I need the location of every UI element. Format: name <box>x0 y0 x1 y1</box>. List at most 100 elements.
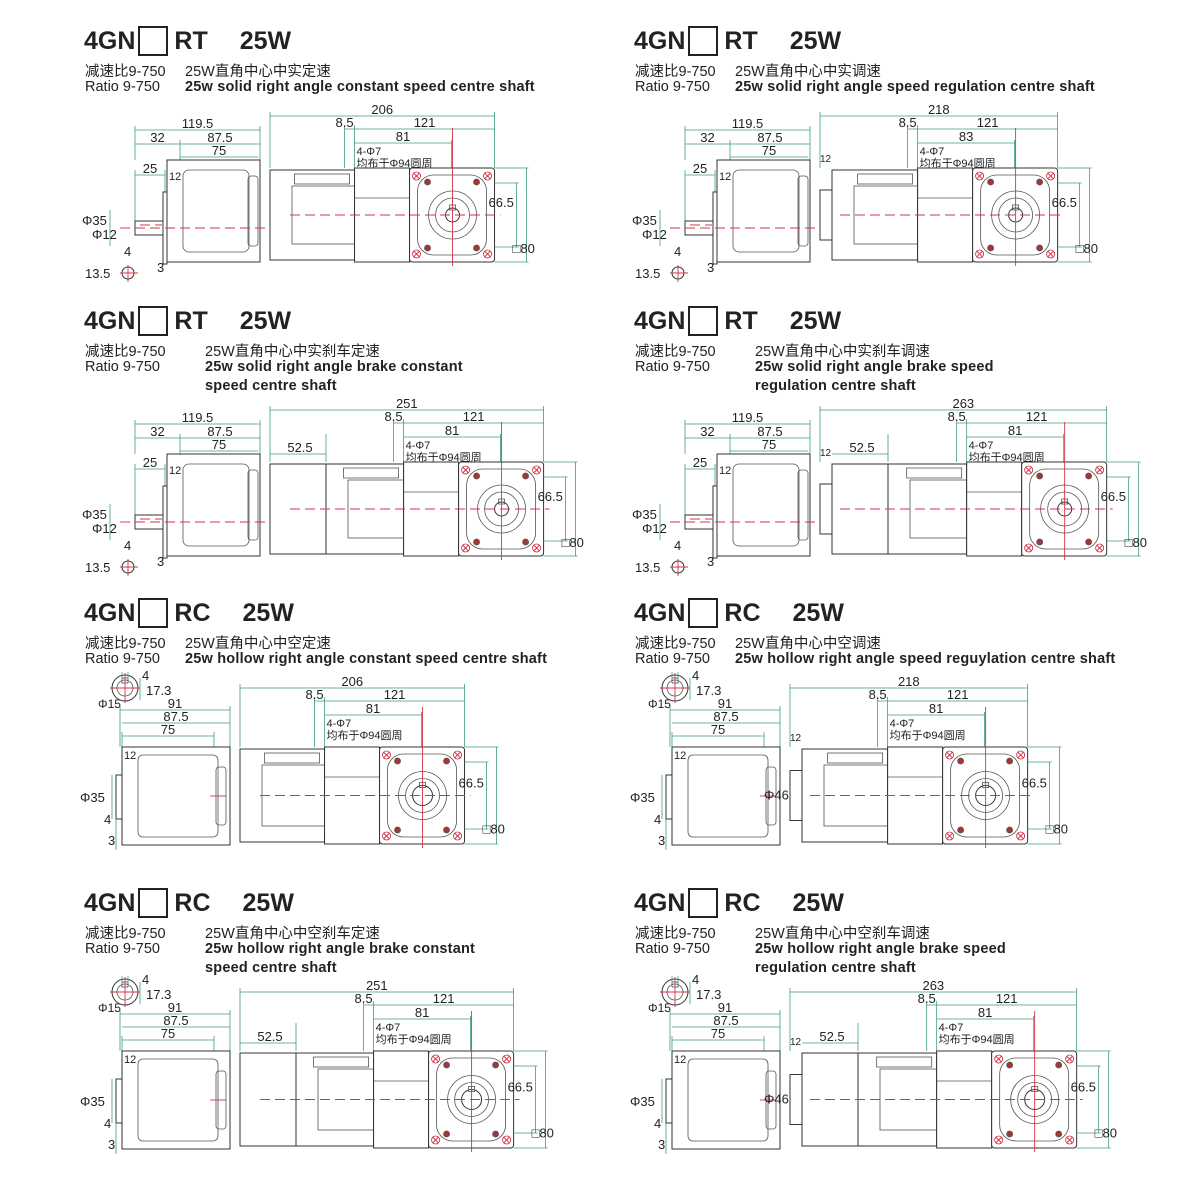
description-cn: 25W直角中心中空定速 <box>185 636 331 652</box>
dim-gap-label: 8.5 <box>306 687 324 702</box>
dim-overall-main-label: 218 <box>928 102 950 117</box>
dim-gearbox-label: 121 <box>384 687 406 702</box>
hole-mark <box>454 751 461 759</box>
dim-bolt-offset-label: 81 <box>1008 423 1022 438</box>
dim-overall-side-label: 91 <box>718 696 732 711</box>
ratio-en: Ratio 9-750 <box>85 651 160 667</box>
hole-mark <box>462 466 469 474</box>
dim-gap-label: 8.5 <box>899 115 917 130</box>
description-en: 25w solid right angle speed regulation c… <box>735 79 1095 95</box>
model-code-box <box>688 26 719 56</box>
dim-reg-flange-label: 12 <box>820 448 832 459</box>
model-code-box <box>138 306 169 336</box>
dim-face-label: 66.5 <box>489 195 514 210</box>
description-cn: 25W直角中心中实刹车定速 <box>205 344 380 360</box>
ratio-cn: 减速比9-750 <box>635 926 716 942</box>
model-power: 25W <box>242 598 294 627</box>
description-cn: 25W直角中心中空刹车调速 <box>755 926 930 942</box>
description-en: 25w hollow right angle brake constant <box>205 941 476 957</box>
model-power: 25W <box>789 26 842 55</box>
dim-square-label: □80 <box>513 241 535 256</box>
dim-overall-side-label: 91 <box>718 1000 732 1015</box>
dim-brake-label: 52.5 <box>287 440 312 455</box>
dim-flange-label: 12 <box>124 1054 136 1066</box>
dim-outer-diameter-label: Φ35 <box>82 213 107 228</box>
dim-keyway-label: 4 <box>142 668 149 683</box>
screw <box>492 1130 499 1138</box>
screw <box>1006 1061 1014 1069</box>
dim-bolt-offset-label: 81 <box>415 1005 429 1020</box>
screw <box>1036 538 1044 546</box>
description-en: 25w hollow right angle constant speed ce… <box>185 651 548 667</box>
holes-label: 4-Φ7 <box>969 440 994 452</box>
screw <box>522 472 529 480</box>
dim-shaft-offset-label: 32 <box>700 424 714 439</box>
holes-note: 均布于Φ94圆周 <box>920 157 996 170</box>
screw <box>394 826 401 834</box>
terminal-box <box>876 1056 933 1068</box>
model-code-box <box>688 598 719 628</box>
terminal-box <box>294 173 350 185</box>
dim-overall-main-label: 251 <box>366 978 388 993</box>
hollow-flange <box>115 1078 123 1124</box>
motor-side-cap <box>247 175 259 247</box>
dim-gearbox-label: 121 <box>414 115 436 130</box>
dim-bolt-offset-label: 81 <box>929 701 943 716</box>
dim-face-label: 66.5 <box>459 776 484 791</box>
dim-flange-label: 12 <box>169 465 181 477</box>
dim-shaft-diameter-label: Φ12 <box>92 521 117 536</box>
screw <box>1055 1130 1063 1138</box>
dim-gap-label: 8.5 <box>918 991 936 1006</box>
hole-mark <box>1025 466 1032 474</box>
dim-keyway-depth-label: 17.3 <box>696 987 721 1002</box>
dim-keyway-depth-label: 17.3 <box>696 683 721 698</box>
dim-outer-diameter-label: Φ35 <box>80 790 105 805</box>
dim-key-label: 4 <box>654 1116 661 1131</box>
dim-key-height-label: 13.5 <box>85 266 110 281</box>
description-cn: 25W直角中心中实定速 <box>185 64 331 80</box>
hole-mark <box>432 1055 439 1063</box>
dim-body-inner-label: 75 <box>711 1026 725 1041</box>
description-en: speed centre shaft <box>205 960 337 976</box>
model-type: RC <box>174 888 211 917</box>
dim-key-height-label: 13.5 <box>635 560 660 575</box>
screw <box>1006 1130 1014 1138</box>
dim-keyway-depth-label: 17.3 <box>146 683 171 698</box>
dim-overall-side-label: 119.5 <box>182 116 214 131</box>
dim-face-label: 66.5 <box>538 489 563 504</box>
model-prefix: 4GN <box>634 888 686 917</box>
model-prefix: 4GN <box>84 26 136 55</box>
screw <box>443 1130 450 1138</box>
ratio-en: Ratio 9-750 <box>85 359 160 375</box>
dim-shaft-offset-label: 32 <box>150 424 164 439</box>
hole-mark <box>484 250 491 258</box>
dim-face-label: 66.5 <box>1022 776 1047 791</box>
holes-note: 均布于Φ94圆周 <box>969 451 1045 464</box>
dim-body-label: 87.5 <box>207 424 232 439</box>
dim-shaft-diameter-label: Φ12 <box>642 227 667 242</box>
hole-mark <box>1047 172 1054 180</box>
dim-edge-label: 3 <box>108 1137 115 1152</box>
ratio-cn: 减速比9-750 <box>635 344 716 360</box>
dim-face-label: 66.5 <box>508 1080 533 1095</box>
dim-body-label: 87.5 <box>757 424 782 439</box>
dim-body-inner-label: 75 <box>711 722 725 737</box>
screw <box>443 1061 450 1069</box>
dim-overall-main-label: 263 <box>952 396 974 411</box>
hollow-flange <box>115 774 123 820</box>
dim-body-inner-label: 75 <box>161 722 175 737</box>
